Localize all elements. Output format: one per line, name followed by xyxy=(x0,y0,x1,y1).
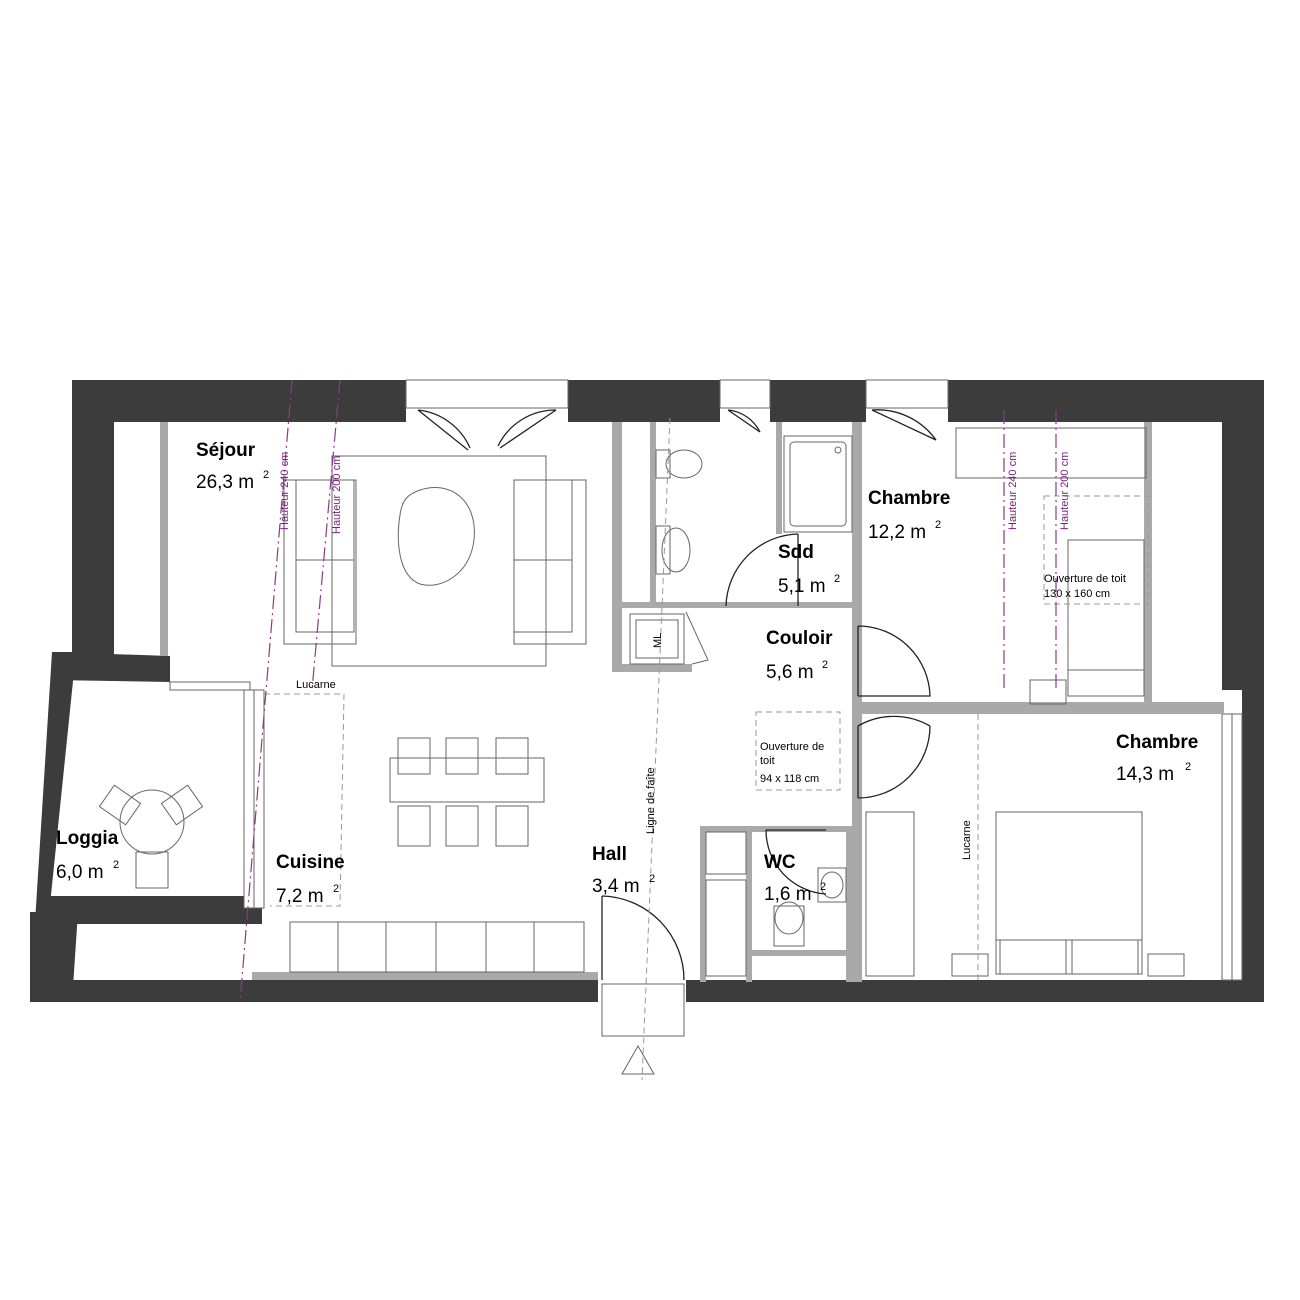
height-lines xyxy=(239,379,1057,1003)
room-label-wc: WC 1,6 m 2 xyxy=(764,852,826,905)
entrance-arrow-icon xyxy=(621,1044,655,1075)
room-label-chambre-1: Chambre 12,2 m 2 xyxy=(868,488,950,543)
roof-opening-small-label-2: toit xyxy=(760,755,775,767)
ridge-line-label: Ligne de faîte xyxy=(645,767,657,834)
furniture xyxy=(98,427,1185,977)
svg-text:3,4 m: 3,4 m xyxy=(592,876,640,897)
height-label-200-left: Hauteur 200 cm xyxy=(331,456,343,534)
svg-text:Loggia: Loggia xyxy=(56,828,119,849)
room-label-sejour: Séjour 26,3 m 2 xyxy=(196,440,269,493)
svg-text:2: 2 xyxy=(834,573,840,585)
svg-text:Hall: Hall xyxy=(592,844,627,865)
room-label-hall: Hall 3,4 m 2 xyxy=(592,844,655,897)
lucarne-label-left: Lucarne xyxy=(296,679,336,691)
height-label-240-left: Hauteur 240 cm xyxy=(279,452,291,530)
room-label-cuisine: Cuisine 7,2 m 2 xyxy=(276,852,345,907)
svg-text:Cuisine: Cuisine xyxy=(276,852,345,873)
svg-text:Chambre: Chambre xyxy=(868,488,950,509)
svg-text:6,0 m: 6,0 m xyxy=(56,862,104,883)
svg-text:2: 2 xyxy=(1185,761,1191,773)
svg-text:Sdd: Sdd xyxy=(778,542,814,563)
svg-text:5,1 m: 5,1 m xyxy=(778,576,826,597)
roof-opening-large-label-2: 130 x 160 cm xyxy=(1044,588,1110,600)
svg-text:Couloir: Couloir xyxy=(766,628,833,649)
svg-text:12,2 m: 12,2 m xyxy=(868,522,926,543)
svg-text:2: 2 xyxy=(935,519,941,531)
svg-text:26,3 m: 26,3 m xyxy=(196,472,254,493)
room-label-couloir: Couloir 5,6 m 2 xyxy=(766,628,833,683)
dashed-lines xyxy=(264,417,1149,1081)
roof-opening-small-label-3: 94 x 118 cm xyxy=(760,773,819,785)
svg-text:Séjour: Séjour xyxy=(196,440,256,461)
svg-text:2: 2 xyxy=(263,469,269,481)
svg-text:2: 2 xyxy=(113,859,119,871)
ml-label: ML xyxy=(652,633,664,648)
interior-walls xyxy=(160,422,1224,982)
svg-text:2: 2 xyxy=(820,881,826,893)
height-label-240-right: Hauteur 240 cm xyxy=(1007,452,1019,530)
svg-text:1,6 m: 1,6 m xyxy=(764,884,812,905)
svg-text:5,6 m: 5,6 m xyxy=(766,662,814,683)
lucarne-label-right: Lucarne xyxy=(961,820,973,860)
room-label-loggia: Loggia 6,0 m 2 xyxy=(56,828,119,883)
svg-text:2: 2 xyxy=(822,659,828,671)
roof-opening-small-label-1: Ouverture de xyxy=(760,741,824,753)
roof-opening-large-label-1: Ouverture de toit xyxy=(1044,573,1126,585)
svg-text:2: 2 xyxy=(649,873,655,885)
windows xyxy=(169,379,1243,981)
svg-text:14,3 m: 14,3 m xyxy=(1116,764,1174,785)
height-label-200-right: Hauteur 200 cm xyxy=(1059,452,1071,530)
doors xyxy=(417,409,937,1037)
svg-text:7,2 m: 7,2 m xyxy=(276,886,324,907)
svg-text:WC: WC xyxy=(764,852,796,873)
outer-walls xyxy=(30,380,1264,1002)
room-label-sdd: Sdd 5,1 m 2 xyxy=(778,542,840,597)
svg-text:2: 2 xyxy=(333,883,339,895)
svg-text:Chambre: Chambre xyxy=(1116,732,1198,753)
room-label-chambre-2: Chambre 14,3 m 2 xyxy=(1116,732,1198,785)
